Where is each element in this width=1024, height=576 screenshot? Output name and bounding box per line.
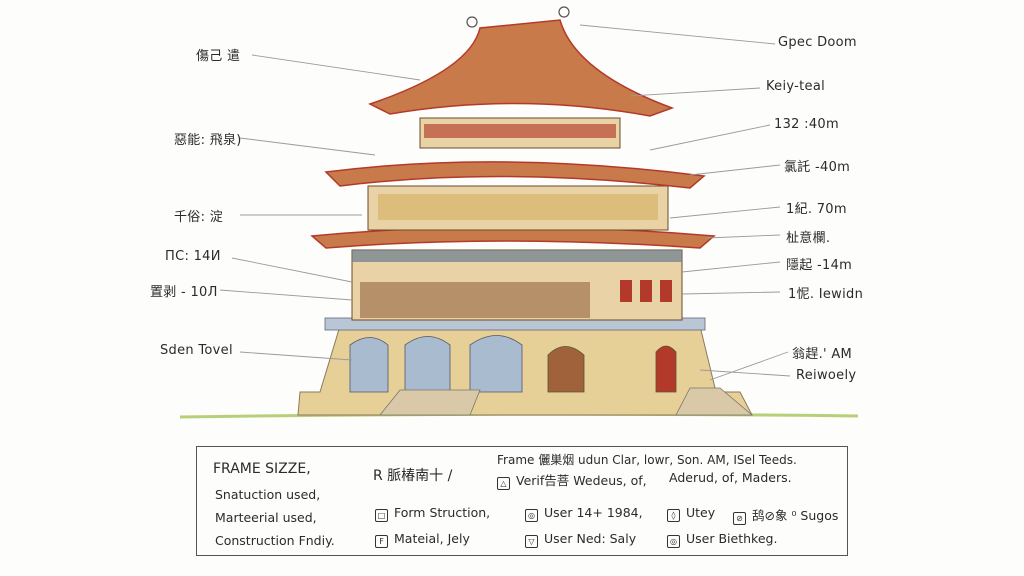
floor-3 xyxy=(419,117,621,149)
label-left-4: ΠC: 14И xyxy=(165,249,221,264)
arch-1 xyxy=(349,337,389,393)
legend-row3-1-text: Mateial, Jely xyxy=(394,531,470,546)
legend-row1-a-text: Verif告菩 Wedeus, of, xyxy=(516,473,647,488)
form-structure-icon: □ xyxy=(375,509,388,522)
legend-box: Frame 儷巣烟 udun Clar, lowr, Son. AM, ISel… xyxy=(196,446,848,556)
door-center xyxy=(547,346,585,393)
label-right-5: 1紀. 70m xyxy=(786,202,847,217)
legend-row3-3-text: User Biethkeg. xyxy=(686,531,778,546)
leader-l4 xyxy=(231,257,353,283)
legend-row3-2-text: User Ned: Saly xyxy=(544,531,637,546)
label-right-8: 1怩. Iewidn xyxy=(788,287,864,302)
stairs-right xyxy=(675,387,754,416)
leader-r3 xyxy=(649,124,771,151)
legend-left-4: Construction Fndiy. xyxy=(215,533,335,548)
door-right xyxy=(655,345,677,393)
user-need-icon: ▽ xyxy=(525,535,538,548)
label-left-6: Sden Tovel xyxy=(160,343,233,358)
legend-left-1: FRAME SIZZE, xyxy=(213,461,311,477)
legend-left-3: Marteerial used, xyxy=(215,510,317,525)
label-right-3: 132 :40m xyxy=(774,117,839,132)
legend-row3-2: ▽ User Ned: Saly xyxy=(525,531,636,548)
label-right-2: Keiy-teal xyxy=(766,79,826,94)
floor-2 xyxy=(367,185,669,231)
ornament-right xyxy=(558,6,570,18)
legend-row2-1-text: Form Struction, xyxy=(394,505,491,520)
roof-top xyxy=(368,19,675,117)
legend-row2-3-text: Utey xyxy=(686,505,716,520)
leader-r2 xyxy=(629,87,761,97)
label-left-3: 千俗: 淀 xyxy=(174,210,224,225)
stairs-left xyxy=(379,389,481,416)
leader-l1 xyxy=(251,54,421,81)
legend-row1-a: △ Verif告菩 Wedeus, of, xyxy=(497,470,647,490)
label-left-1: 傷己 遣 xyxy=(196,49,241,64)
leader-r1 xyxy=(579,24,776,45)
leader-r5 xyxy=(669,206,781,219)
leader-r7 xyxy=(681,261,781,273)
legend-header: Frame 儷巣烟 udun Clar, lowr, Son. AM, ISel… xyxy=(497,453,797,467)
label-left-5: 置剥 - 10Л xyxy=(150,285,218,300)
legend-left-2: Snatuction used, xyxy=(215,487,321,502)
suggestion-icon: ⊘ xyxy=(733,512,746,525)
floor-1 xyxy=(351,249,683,321)
legend-mid-title: R 脈椿南十 / xyxy=(373,468,453,484)
legend-row2-2-text: User 14+ 1984, xyxy=(544,505,643,520)
stone-base xyxy=(297,317,754,416)
arch-2 xyxy=(404,336,451,393)
arch-3 xyxy=(469,335,523,393)
user-date-icon: ◎ xyxy=(525,509,538,522)
utility-icon: ◊ xyxy=(667,509,680,522)
leader-l6 xyxy=(239,351,353,361)
legend-row2-1: □ Form Struction, xyxy=(375,505,490,522)
leader-l2 xyxy=(239,137,376,156)
legend-row3-1: F Mateial, Jely xyxy=(375,531,470,548)
label-left-2: 惡能: 飛泉) xyxy=(174,133,242,148)
leader-r4 xyxy=(689,164,781,176)
material-icon: F xyxy=(375,535,388,548)
legend-row2-4: ⊘ 鸹⊘象 ⁰ Sugos xyxy=(733,505,838,525)
leader-l5 xyxy=(219,289,353,301)
legend-row3-3: ◎ User Biethkeg. xyxy=(667,531,777,548)
user-breaking-icon: ◎ xyxy=(667,535,680,548)
label-right-4: 氯託 -40m xyxy=(784,160,851,175)
leader-r6 xyxy=(705,234,781,239)
leader-r10 xyxy=(699,369,791,377)
legend-row2-4-text: 鸹⊘象 ⁰ Sugos xyxy=(752,508,839,523)
legend-row2-3: ◊ Utey xyxy=(667,505,715,522)
label-right-7: 隱起 -14m xyxy=(786,258,853,273)
legend-row1-b: Aderud, of, Maders. xyxy=(669,470,792,485)
verify-icon: △ xyxy=(497,477,510,490)
legend-row2-2: ◎ User 14+ 1984, xyxy=(525,505,643,522)
label-right-10: Reiwoely xyxy=(796,368,857,383)
ornament-left xyxy=(466,16,478,28)
label-right-1: Gpec Doom xyxy=(778,35,857,50)
roof-middle xyxy=(324,161,706,189)
leader-r9 xyxy=(709,351,789,381)
label-right-6: 杫意欄. xyxy=(786,231,831,246)
leader-r8 xyxy=(681,291,781,295)
label-right-9: 翁趕.' AM xyxy=(792,347,853,362)
